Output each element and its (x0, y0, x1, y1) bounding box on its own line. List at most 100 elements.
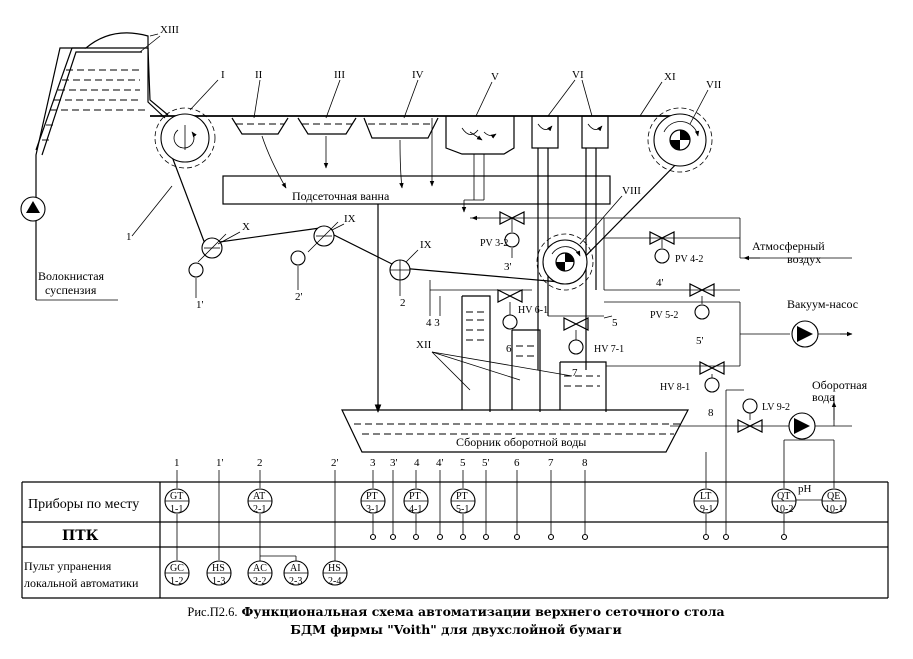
col-3: 3 (370, 457, 376, 469)
fiber-label-2: суспензия (45, 283, 97, 297)
point-labels: 1' 2' 2 1 (126, 185, 406, 311)
label-vi: VI (572, 69, 584, 81)
point-5: 5 (612, 317, 618, 329)
label-ii: II (255, 69, 263, 81)
column-numbers: 1 1' 2 2' 3 3' 4 4' 5 5' 6 7 8 (174, 457, 588, 469)
svg-text:GT: GT (170, 491, 183, 502)
separators (461, 295, 607, 412)
col-4: 4 (414, 457, 420, 469)
instrument-ai-2-3: AI2-3 (283, 560, 309, 587)
svg-text:QE: QE (827, 491, 840, 502)
instrument-qt-10-2: QT 10-2 (771, 488, 797, 515)
label-xiii: XIII (160, 24, 179, 36)
suction-box-v (445, 116, 515, 213)
headbox (35, 32, 169, 200)
svg-text:5-1: 5-1 (456, 504, 469, 515)
caption-line-2: БДМ фирмы "Voith" для двухслойной бумаги (290, 622, 621, 637)
atmospheric-air: Атмосферный воздух (470, 215, 852, 290)
label-iii: III (334, 69, 345, 81)
label-vii: VII (706, 79, 722, 91)
return-label-1: Оборотная (812, 378, 868, 392)
valve-hv6-1: HV 6-1 6 (429, 280, 548, 355)
svg-text:2-4: 2-4 (328, 576, 341, 587)
col-7: 7 (548, 457, 554, 469)
svg-text:LT: LT (700, 491, 711, 502)
svg-text:3-1: 3-1 (366, 504, 379, 515)
col-5: 5 (460, 457, 466, 469)
label-viii: VIII (622, 185, 641, 197)
svg-text:4-1: 4-1 (409, 504, 422, 515)
col-1: 1 (174, 457, 180, 469)
foils (231, 117, 439, 189)
svg-text:PT: PT (456, 491, 468, 502)
label-iv: IV (412, 69, 424, 81)
couch-roll (647, 107, 713, 173)
label-v: V (491, 71, 499, 83)
point-1p-diag: 1' (196, 299, 204, 311)
row-panel-2: локальной автоматики (24, 576, 139, 590)
return-label-2: вода (812, 390, 835, 404)
ptk-terminals (369, 533, 788, 541)
svg-text:1-3: 1-3 (212, 576, 225, 587)
label-xii: XII (416, 339, 432, 351)
fiber-inlet (20, 196, 118, 301)
point-4p: 4' (656, 277, 664, 289)
row-ptk: ПТК (62, 528, 99, 544)
svg-text:QT: QT (777, 491, 790, 502)
lv9-2-label: LV 9-2 (762, 402, 790, 413)
instrument-at-2-1: AT 2-1 (247, 488, 273, 515)
instrument-gc-1-2: GC1-2 (164, 560, 190, 587)
small-rolls (188, 221, 411, 286)
svg-text:1-1: 1-1 (170, 504, 183, 515)
instrument-pt-4-1: PT4-1 (403, 488, 429, 515)
point-8: 8 (708, 407, 714, 419)
atm-air-label-2: воздух (787, 252, 821, 266)
ph-label: pH (798, 483, 812, 495)
valve-hv7-1: HV 7-1 7 (548, 315, 624, 379)
point-7: 7 (572, 367, 578, 379)
row-panel-1: Пульт упранения (24, 559, 112, 573)
point-4-3: 4 3 (426, 317, 440, 329)
svg-text:2-1: 2-1 (253, 504, 266, 515)
col-4p: 4' (436, 457, 444, 469)
instrument-gt-1-1: GT 1-1 (164, 488, 190, 515)
svg-text:2-2: 2-2 (253, 576, 266, 587)
label-xi: XI (664, 71, 676, 83)
wire-pit: Подсеточная ванна (222, 175, 611, 413)
point-1-diag: 1 (126, 231, 132, 243)
svg-text:9-1: 9-1 (700, 504, 713, 515)
instrument-lt-9-1: LT 9-1 (693, 488, 719, 515)
svg-text:HS: HS (328, 563, 341, 574)
wire-loop (150, 115, 691, 283)
atm-air-label-1: Атмосферный (752, 239, 825, 253)
hv6-1-label: HV 6-1 (518, 305, 548, 316)
point-6: 6 (506, 343, 512, 355)
valve-hv8-1: HV 8-1 8 (606, 361, 740, 419)
svg-text:2-3: 2-3 (289, 576, 302, 587)
col-5p: 5' (482, 457, 490, 469)
panel-instruments: GC1-2 HS1-3 AC2-2 AI2-3 HS2-4 (164, 560, 348, 587)
label-ix-1: IX (344, 213, 356, 225)
valve-pv4-2: PV 4-2 4' (604, 231, 740, 289)
svg-text:GC: GC (170, 563, 184, 574)
point-3p: 3' (504, 261, 512, 273)
col-2: 2 (257, 457, 263, 469)
vacuum-label: Вакуум-насос (787, 297, 858, 311)
col-2p: 2' (331, 457, 339, 469)
point-2-diag: 2 (400, 297, 406, 309)
svg-text:10-2: 10-2 (775, 504, 793, 515)
svg-text:HS: HS (212, 563, 225, 574)
svg-text:AT: AT (253, 491, 265, 502)
valve-pv5-2: PV 5-2 5' (604, 283, 740, 347)
fiber-label-1: Волокнистая (38, 269, 105, 283)
field-instruments: GT 1-1 AT 2-1 PT 3-1 PT4-1 PT 5-1 LT 9-1 QT 10… (164, 488, 847, 515)
point-2p-diag: 2' (295, 291, 303, 303)
instrument-pt-5-1: PT 5-1 (450, 488, 476, 515)
instrument-table: Приборы по месту ПТК Пульт упранения лок… (21, 481, 889, 599)
figure-caption: Рис.П2.6.Функциональная схема автоматиза… (187, 604, 724, 637)
pv5-2-label: PV 5-2 (650, 310, 678, 321)
collector-label: Сборник оборотной воды (456, 435, 586, 449)
hv7-1-label: HV 7-1 (594, 344, 624, 355)
